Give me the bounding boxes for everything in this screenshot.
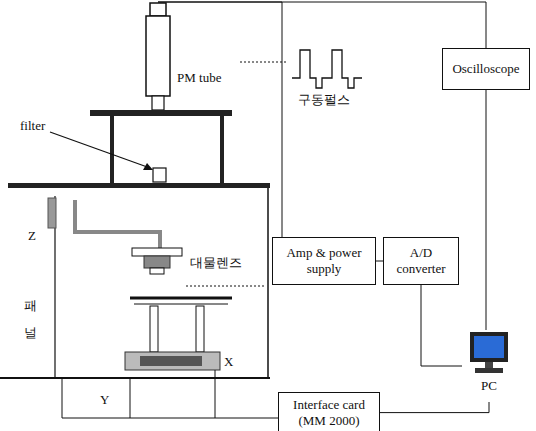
monitor-screen (474, 336, 504, 358)
pc-icon (467, 330, 511, 378)
converter-box: A/D converter (383, 237, 459, 285)
oscilloscope-box: Oscilloscope (442, 48, 530, 90)
objective-tip (150, 268, 164, 274)
ground-line (0, 377, 270, 379)
stage-column (150, 306, 158, 352)
pulse-signal-line (240, 62, 288, 63)
pc-node: PC (462, 330, 516, 402)
pulse-signal-line (186, 286, 266, 287)
monitor-frame (470, 332, 508, 362)
node-text: Amp & power supply (279, 245, 369, 276)
axis-label: X (224, 354, 233, 370)
pm-tube-body (146, 16, 170, 96)
stage-wire (215, 370, 216, 418)
node-text: PM tube (177, 70, 221, 86)
signal-name: 구동펄스 (298, 92, 350, 108)
x-stage-slider (140, 356, 202, 366)
objective-lens (144, 256, 170, 268)
stage-wire (62, 378, 278, 418)
stage-plate (134, 304, 228, 305)
filter-element (153, 168, 166, 182)
node-text: Interface card (MM 2000) (285, 397, 373, 428)
amp-box: Amp & power supply (272, 237, 376, 285)
node-text: A/D converter (390, 245, 452, 276)
part-label: 패널 (24, 292, 37, 347)
signal-wire (486, 90, 487, 330)
stage-column (196, 306, 204, 352)
frame-leg (110, 116, 114, 183)
z-stage-bracket (75, 200, 160, 248)
filter-arrowhead (143, 163, 153, 170)
z-stage-rail (48, 198, 56, 228)
objective-mount (132, 248, 182, 256)
housing-wall (267, 188, 269, 378)
stage-plate (130, 297, 232, 300)
monitor-base (475, 368, 503, 373)
interface-card-box: Interface card (MM 2000) (278, 392, 380, 431)
axis-label: Z (28, 228, 36, 244)
signal-wire (158, 2, 486, 48)
node-text: PC (481, 378, 497, 394)
housing-top (8, 183, 270, 188)
node-text: Oscilloscope (452, 61, 519, 77)
signal-wire (376, 261, 383, 262)
signal-wire (158, 2, 282, 237)
pm-tube: PM tube (143, 2, 229, 100)
filter-leader (50, 132, 150, 168)
stage-wire (130, 378, 131, 418)
pm-tube-cap (150, 3, 166, 16)
frame-top-bar (90, 110, 232, 116)
pm-tube-neck (152, 96, 164, 110)
part-label: filter (20, 118, 45, 134)
axis-label: Y (100, 392, 109, 408)
drive-pulse-waveform (292, 50, 362, 88)
signal-wire (380, 402, 489, 413)
signal-wire (421, 285, 462, 366)
part-label: 대물렌즈 (190, 255, 242, 271)
frame-leg (220, 116, 224, 183)
x-stage (125, 352, 220, 370)
monitor-neck (485, 362, 493, 368)
